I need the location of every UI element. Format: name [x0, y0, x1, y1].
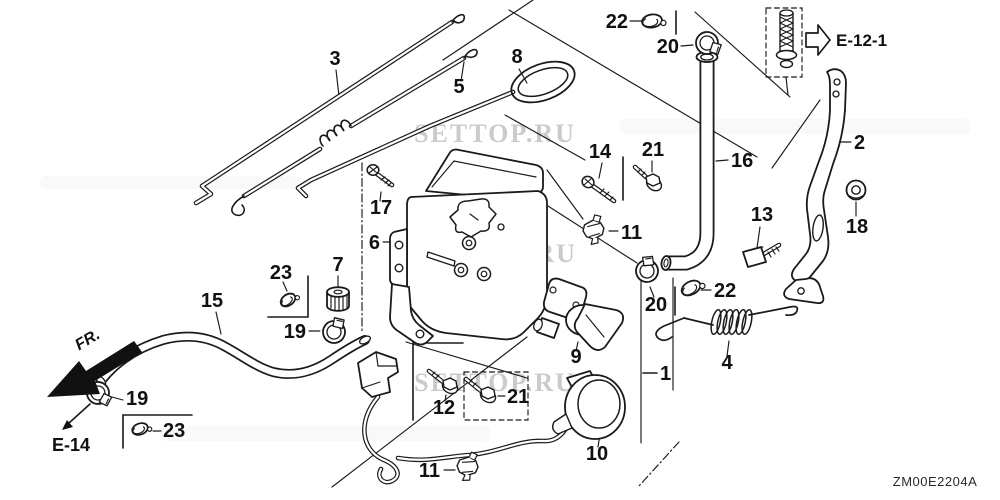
clip-23-bottomleft	[129, 419, 154, 438]
fr-label: FR.	[72, 326, 103, 354]
part-number-labels: 3 5 8 22 20 16 2 14 21 17 11 6 13 18 23 …	[126, 11, 868, 482]
bolt-21-bottom	[463, 376, 497, 404]
part-label-7: 7	[332, 254, 343, 276]
part-label-6: 6	[369, 232, 380, 254]
e14-reference-label: E-14	[52, 435, 90, 455]
part-label-12: 12	[433, 397, 455, 419]
tube-clamp-top	[694, 29, 723, 57]
dashed-box-e12-bolt	[765, 7, 803, 78]
hose-clamp-middle	[319, 315, 349, 346]
bolt-13	[742, 242, 782, 268]
part-label-2: 2	[854, 132, 865, 154]
e14-reference	[62, 403, 91, 430]
part-label-22-middle: 22	[714, 280, 736, 302]
part-label-22-top: 22	[606, 11, 628, 33]
part-label-16: 16	[731, 150, 753, 172]
rod-choke	[193, 13, 466, 206]
part-label-11-bottom: 11	[419, 460, 440, 482]
part-label-13: 13	[751, 204, 773, 226]
dashed-box-bolts	[463, 371, 529, 421]
part-label-15: 15	[201, 290, 223, 312]
part-label-8: 8	[511, 46, 522, 68]
clip-22-middle	[678, 274, 707, 300]
nut-7	[326, 286, 350, 312]
clip-22-top	[640, 11, 668, 30]
part-label-10: 10	[586, 443, 608, 465]
part-label-11-middle: 11	[621, 222, 642, 244]
part-label-21-middle: 21	[642, 139, 664, 161]
diagram-code: ZM00E2204A	[893, 474, 978, 489]
part-label-19-bottomleft: 19	[126, 388, 148, 410]
leader-lines	[111, 20, 857, 471]
part-label-3: 3	[329, 48, 340, 70]
bolt-12	[426, 368, 459, 395]
clip-23-left	[277, 288, 302, 311]
label-bracket-lines	[122, 10, 677, 449]
e12-block-arrow-icon	[805, 24, 831, 56]
control-bracket	[389, 148, 548, 346]
part-label-20-middle: 20	[645, 294, 667, 316]
fuel-cap-10	[551, 370, 626, 440]
e12-reference-label: E-12-1	[836, 31, 887, 50]
control-lever	[783, 68, 847, 305]
part-label-21-bottom: 21	[507, 386, 529, 408]
part-label-14: 14	[589, 141, 612, 163]
e12-bolt	[775, 9, 798, 69]
part-label-17: 17	[370, 197, 392, 219]
part-label-1: 1	[660, 363, 671, 385]
rod-governor-spring	[231, 48, 478, 217]
screw-14	[581, 175, 617, 204]
part-label-5: 5	[453, 76, 464, 98]
screw-17	[366, 164, 395, 188]
fr-arrow-icon	[47, 341, 142, 397]
e14-arrowhead-icon	[62, 420, 73, 430]
part-label-20-top: 20	[657, 36, 679, 58]
part-label-19-middle: 19	[284, 321, 306, 343]
part-label-23-left: 23	[270, 262, 292, 284]
part-label-4: 4	[721, 352, 733, 374]
bolt-21-middle	[632, 164, 663, 192]
part-label-9: 9	[570, 346, 581, 368]
nut-18	[845, 179, 867, 201]
part-label-18: 18	[846, 216, 868, 238]
centerline-assembly	[638, 441, 680, 487]
tube-clamp-bottom	[629, 251, 664, 287]
wire-harness	[357, 351, 572, 485]
fuel-tube	[660, 51, 719, 271]
rod-loop-link	[295, 60, 576, 199]
tension-spring	[655, 305, 799, 342]
part-label-23-bottomleft: 23	[163, 420, 185, 442]
fuel-valve	[533, 277, 625, 351]
